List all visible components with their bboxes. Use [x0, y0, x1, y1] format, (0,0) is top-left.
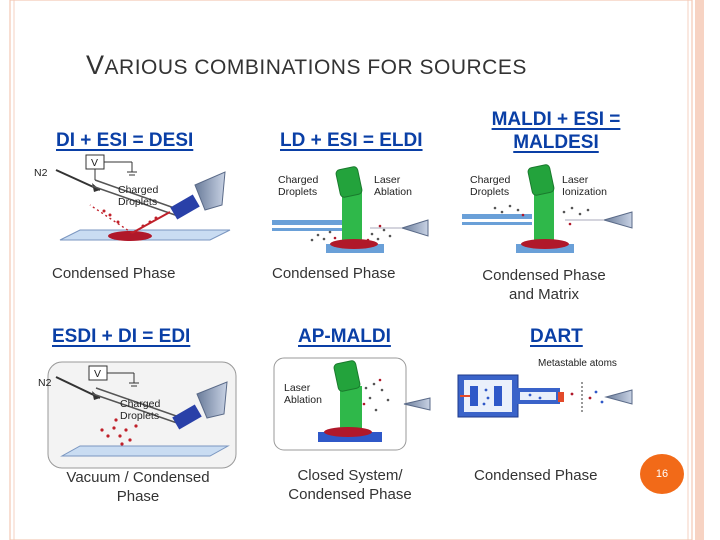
edi-diagram	[47, 361, 237, 469]
label-n2: N2	[34, 167, 48, 179]
label-metastable-atoms: Metastable atoms	[538, 358, 617, 369]
caption-desi: Condensed Phase	[52, 265, 176, 282]
panel-title-desi: DI + ESI = DESI	[56, 130, 194, 151]
caption-eldi: Condensed Phase	[272, 265, 396, 282]
panel-title-edi: ESDI + DI = EDI	[52, 326, 191, 347]
page-number-badge: 16	[640, 454, 684, 494]
panel-title-maldesi: MALDI + ESI =MALDESI	[491, 109, 621, 153]
label-voltage: V	[94, 368, 102, 380]
panel-title-dart: DART	[530, 326, 583, 347]
maldesi-diagram	[462, 164, 633, 253]
ap-maldi-diagram	[273, 357, 431, 451]
label-n2: N2	[38, 377, 52, 389]
panel-title-eldi: LD + ESI = ELDI	[280, 130, 423, 151]
desi-diagram	[55, 154, 231, 241]
dart-diagram	[457, 374, 633, 418]
caption-ap-maldi: Closed System/Condensed Phase	[288, 467, 412, 503]
eldi-diagram	[272, 166, 429, 253]
caption-dart: Condensed Phase	[474, 467, 598, 484]
slide-title: VARIOUS COMBINATIONS FOR SOURCES	[86, 50, 527, 80]
panel-title-ap-maldi: AP-MALDI	[298, 326, 391, 347]
label-voltage: V	[91, 157, 99, 169]
